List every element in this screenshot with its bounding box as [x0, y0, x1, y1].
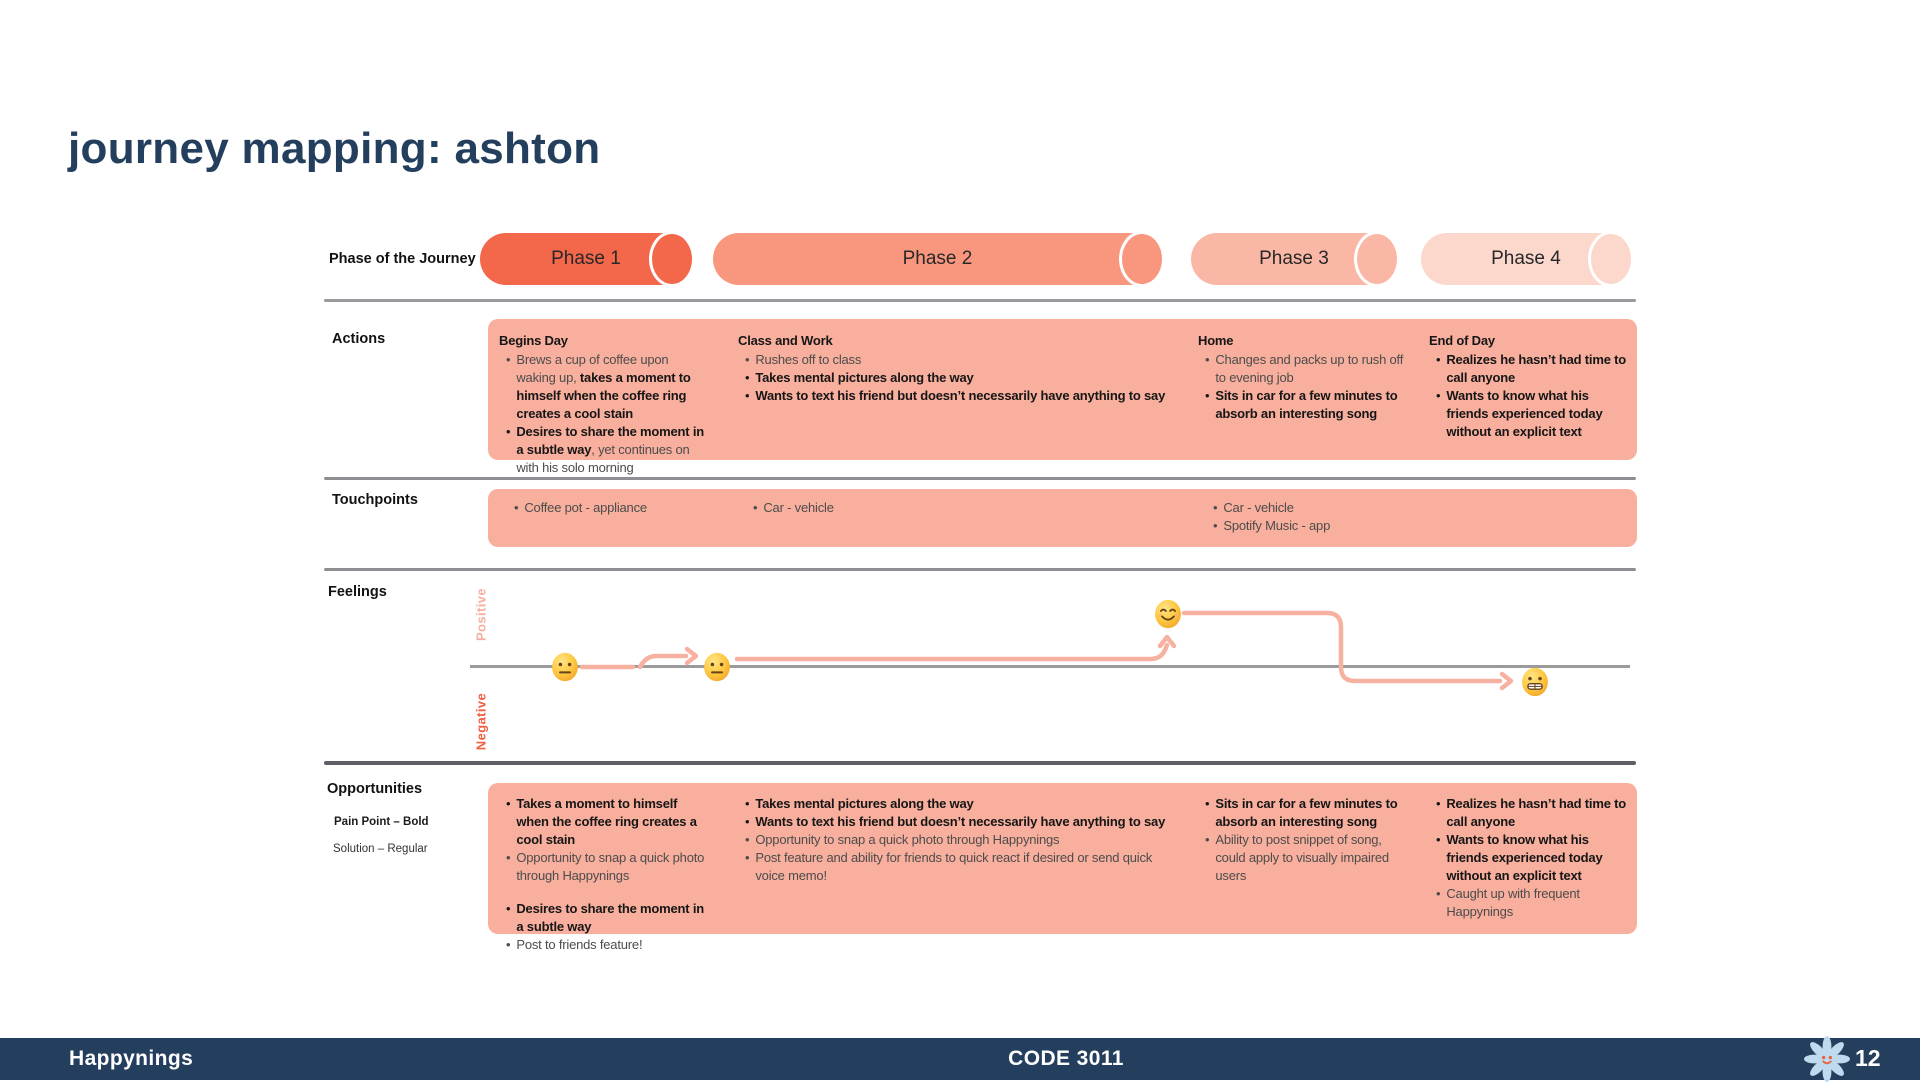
phase-1-label: Phase 1 [551, 248, 621, 269]
bullet-item: •Car - vehicle [753, 500, 834, 515]
bullet-item: •Brews a cup of coffee upon waking up, t… [506, 351, 691, 421]
flower-smiley-icon [1804, 1036, 1850, 1082]
bullet-item: •Desires to share the moment in a subtle… [506, 423, 704, 475]
neutral-face-emoji [550, 652, 580, 682]
bullet-item: •Wants to text his friend but doesn’t ne… [745, 387, 1166, 403]
row-divider [324, 299, 1636, 302]
cylinder-cap [1354, 231, 1400, 287]
opportunities-box: •Takes a moment to himself when the coff… [488, 783, 1637, 952]
actions-box: Begins Day •Brews a cup of coffee upon wa… [488, 319, 1637, 475]
bullet-item: •Realizes he hasn’t had time to call any… [1436, 351, 1627, 385]
cylinder-cap [1119, 231, 1165, 287]
column-heading: Begins Day [499, 333, 568, 348]
bullet-item: •Wants to text his friend but doesn’t ne… [745, 813, 1166, 829]
footer-brand: Happynings [69, 1047, 194, 1070]
touchpoints-column: •Car - vehicle [713, 499, 1190, 547]
opportunities-column: •Takes a moment to himself when the coff… [488, 795, 713, 954]
footer-bar: Happynings CODE 3011 12 [0, 1036, 1920, 1082]
phase-pill-3: Phase 3 [1191, 231, 1400, 287]
phase-2-label: Phase 2 [902, 248, 973, 269]
row-divider [324, 761, 1636, 765]
phase-pill-2: Phase 2 [713, 231, 1165, 287]
opportunities-column: •Takes mental pictures along the way •Wan… [713, 795, 1190, 954]
touchpoints-column: •Car - vehicle •Spotify Music - app [1190, 499, 1420, 547]
actions-column: End of Day •Realizes he hasn’t had time t… [1420, 332, 1637, 477]
bullet-item: •Caught up with frequent Happynings [1436, 885, 1580, 919]
cylinder-cap [1588, 231, 1634, 287]
legend-solution: Solution – Regular [333, 843, 428, 855]
bullet-item: •Sits in car for a few minutes to absorb… [1205, 387, 1398, 421]
row-label-feelings: Feelings [328, 584, 387, 600]
column-heading: Class and Work [738, 333, 833, 348]
touchpoints-column [1420, 499, 1637, 547]
bullet-item: •Spotify Music - app [1213, 517, 1331, 533]
bullet-item: •Post feature and ability for friends to… [745, 849, 1153, 883]
actions-column: Home •Changes and packs up to rush off to… [1190, 332, 1420, 477]
row-divider [324, 568, 1636, 571]
bullet-item: •Opportunity to snap a quick photo throu… [506, 849, 705, 883]
row-label-touchpoints: Touchpoints [332, 492, 418, 508]
bullet-item: •Changes and packs up to rush off to eve… [1205, 351, 1404, 385]
bullet-item: •Sits in car for a few minutes to absorb… [1205, 796, 1398, 829]
column-heading: End of Day [1429, 333, 1495, 348]
bullet-item: •Takes mental pictures along the way [745, 369, 974, 385]
neutral-face-emoji [702, 652, 732, 682]
page-title: journey mapping: ashton [68, 124, 601, 174]
feelings-neutral-axis [470, 665, 1630, 668]
row-label-actions: Actions [332, 331, 386, 347]
bullet-item: •Realizes he hasn’t had time to call any… [1436, 796, 1627, 829]
bullet-item: •Desires to share the moment in a subtle… [506, 900, 704, 934]
smiling-face-emoji [1153, 599, 1183, 629]
row-label-phase: Phase of the Journey [329, 251, 476, 267]
grimacing-face-emoji [1520, 667, 1550, 697]
legend-pain-point: Pain Point – Bold [334, 816, 429, 828]
bullet-item: •Wants to know what his friends experien… [1436, 831, 1603, 883]
bullet-item: •Takes a moment to himself when the coff… [506, 796, 697, 847]
column-heading: Home [1198, 333, 1234, 348]
phase-4-label: Phase 4 [1491, 248, 1561, 269]
footer-course-code: CODE 3011 [1008, 1047, 1124, 1070]
bullet-item: •Wants to know what his friends experien… [1436, 387, 1603, 439]
row-label-opportunities: Opportunities [327, 781, 423, 797]
cylinder-cap [649, 231, 695, 287]
feelings-curve [579, 610, 1514, 691]
bullet-item: •Ability to post snippet of song, could … [1205, 831, 1389, 883]
bullet-item: •Post to friends feature! [506, 936, 643, 952]
row-divider [324, 477, 1636, 480]
page-number: 12 [1855, 1045, 1881, 1071]
bullet-item: •Opportunity to snap a quick photo throu… [745, 831, 1060, 847]
bullet-item: •Rushes off to class [745, 351, 862, 367]
actions-column: Begins Day •Brews a cup of coffee upon wa… [488, 332, 713, 477]
phase-pill-1: Phase 1 [480, 231, 695, 287]
touchpoints-box: •Coffee pot - appliance•Car - vehicle•Ca… [488, 489, 1637, 547]
phase-pill-4: Phase 4 [1421, 231, 1634, 287]
actions-column: Class and Work •Rushes off to class •Takes… [713, 332, 1190, 477]
bullet-item: •Car - vehicle [1213, 500, 1294, 515]
opportunities-column: •Realizes he hasn’t had time to call any… [1420, 795, 1637, 954]
phase-3-label: Phase 3 [1259, 248, 1329, 269]
touchpoints-column: •Coffee pot - appliance [488, 499, 713, 547]
opportunities-column: •Sits in car for a few minutes to absorb… [1190, 795, 1420, 954]
bullet-item: •Coffee pot - appliance [514, 500, 647, 515]
bullet-item: •Takes mental pictures along the way [745, 796, 974, 811]
